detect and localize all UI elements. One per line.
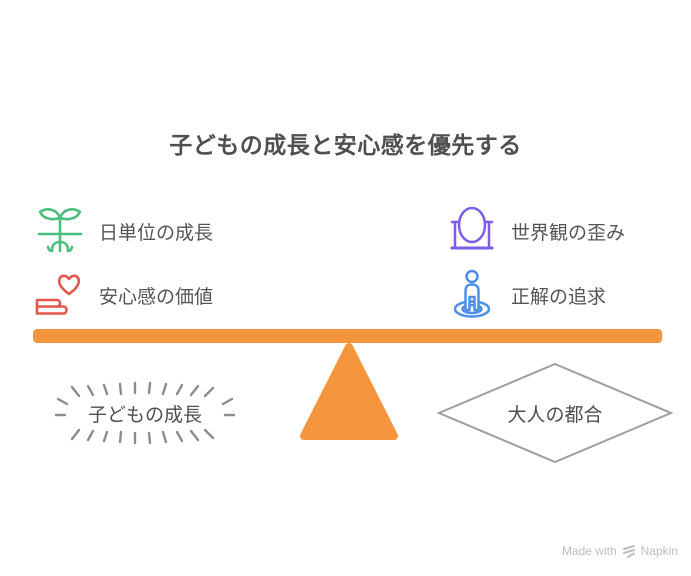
balance-beam bbox=[33, 329, 662, 343]
mirror-icon bbox=[444, 203, 500, 259]
list-item-worldview-distortion: 世界観の歪み bbox=[444, 203, 625, 259]
napkin-logo-icon bbox=[622, 544, 636, 558]
list-item-label: 日単位の成長 bbox=[99, 222, 214, 244]
list-item-daily-growth: 日単位の成長 bbox=[32, 203, 213, 259]
sprout-icon bbox=[32, 203, 88, 259]
person-target-icon bbox=[444, 267, 500, 323]
brand-text: Napkin bbox=[640, 544, 678, 558]
left-pan-label: 子どもの成長 bbox=[87, 404, 202, 426]
diamond-shape bbox=[437, 362, 673, 464]
made-with-text: Made with bbox=[561, 544, 617, 558]
left-pan-label-group: 子どもの成長 bbox=[55, 378, 235, 448]
list-item-label: 安心感の価値 bbox=[99, 286, 214, 308]
list-item-security-value: 安心感の価値 bbox=[32, 267, 213, 323]
list-item-label: 正解の追求 bbox=[511, 286, 607, 308]
right-pan-label-group: 大人の都合 bbox=[437, 362, 673, 464]
hand-heart-icon bbox=[32, 267, 88, 323]
fulcrum-triangle-icon bbox=[300, 343, 398, 440]
made-with-napkin-link[interactable]: Made with Napkin bbox=[562, 544, 678, 558]
list-item-label: 世界観の歪み bbox=[511, 222, 626, 244]
burst-rays-icon bbox=[55, 381, 235, 445]
page-title: 子どもの成長と安心感を優先する bbox=[169, 132, 522, 158]
list-item-pursuit-of-correct-answer: 正解の追求 bbox=[444, 267, 606, 323]
right-pan-label: 大人の都合 bbox=[507, 404, 603, 426]
